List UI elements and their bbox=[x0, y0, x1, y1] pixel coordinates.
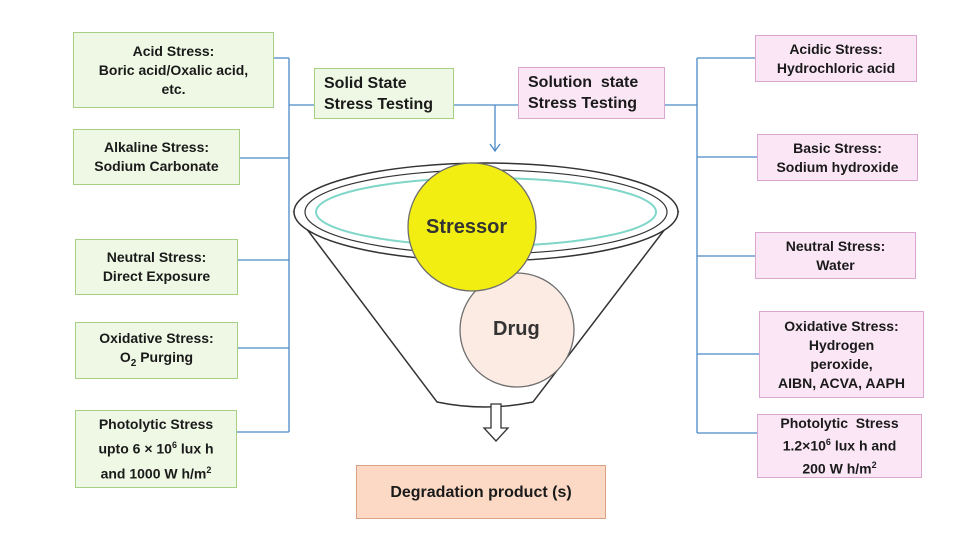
neutral-stress-right-line-2: Water bbox=[816, 256, 855, 273]
photolytic-stress-line-2: upto 6 × 106 lux h bbox=[98, 439, 214, 457]
basic-stress-line-2: Sodium hydroxide bbox=[776, 158, 899, 175]
stressor-label: Stressor bbox=[426, 216, 508, 238]
acidic-stress-box: Acidic Stress: Hydrochloric acid bbox=[755, 35, 917, 82]
header-connector bbox=[454, 104, 518, 153]
solid-state-line-2: Stress Testing bbox=[324, 95, 434, 113]
photolytic-stress-right-line-3: 200 W h/m2 bbox=[802, 459, 877, 477]
oxidative-stress-right-line-2: Hydrogen bbox=[808, 336, 875, 353]
photolytic-stress-right-box: Photolytic Stress 1.2×106 lux h and 200 … bbox=[757, 414, 922, 478]
basic-stress-line-1: Basic Stress: bbox=[793, 139, 882, 156]
solution-state-line-2: Stress Testing bbox=[528, 95, 638, 112]
acid-stress-line-2: Boric acid/Oxalic acid, bbox=[98, 61, 249, 78]
degradation-product-label: Degradation product (s) bbox=[390, 483, 572, 501]
oxidative-stress-box: Oxidative Stress: O2 Purging bbox=[75, 322, 238, 379]
neutral-stress-right-box: Neutral Stress: Water bbox=[755, 232, 916, 279]
photolytic-stress-line-1: Photolytic Stress bbox=[98, 415, 214, 432]
solid-state-line-1: Solid State bbox=[324, 74, 407, 92]
oxidative-stress-line-1: Oxidative Stress: bbox=[99, 329, 214, 346]
oxidative-stress-right-box: Oxidative Stress: Hydrogen peroxide, AIB… bbox=[759, 311, 924, 398]
alkaline-stress-line-1: Alkaline Stress: bbox=[103, 139, 210, 155]
left-connector bbox=[237, 57, 314, 433]
neutral-stress-line-1: Neutral Stress: bbox=[106, 249, 207, 265]
neutral-stress-line-2: Direct Exposure bbox=[102, 268, 211, 284]
oxidative-stress-right-line-3: peroxide, bbox=[810, 355, 873, 372]
basic-stress-box: Basic Stress: Sodium hydroxide bbox=[757, 134, 918, 181]
acid-stress-box: Acid Stress: Boric acid/Oxalic acid, etc… bbox=[73, 32, 274, 108]
alkaline-stress-box: Alkaline Stress: Sodium Carbonate bbox=[73, 129, 240, 185]
photolytic-stress-right-line-2: 1.2×106 lux h and bbox=[782, 436, 897, 454]
acid-stress-line-1: Acid Stress: bbox=[132, 42, 215, 59]
acidic-stress-line-2: Hydrochloric acid bbox=[776, 59, 896, 76]
right-connector bbox=[665, 57, 759, 434]
degradation-product-box: Degradation product (s) bbox=[356, 465, 606, 519]
neutral-stress-right-line-1: Neutral Stress: bbox=[785, 237, 886, 254]
alkaline-stress-line-2: Sodium Carbonate bbox=[94, 158, 219, 174]
photolytic-stress-line-3: and 1000 W h/m2 bbox=[100, 464, 212, 482]
solution-state-line-1: Solution state bbox=[528, 74, 639, 91]
acid-stress-line-3: etc. bbox=[161, 80, 186, 97]
down-arrow-icon bbox=[482, 403, 510, 442]
neutral-stress-box: Neutral Stress: Direct Exposure bbox=[75, 239, 238, 295]
photolytic-stress-right-line-1: Photolytic Stress bbox=[780, 414, 899, 431]
acidic-stress-line-1: Acidic Stress: bbox=[789, 40, 883, 57]
oxidative-stress-right-line-4: AIBN, ACVA, AAPH bbox=[777, 374, 906, 391]
drug-label: Drug bbox=[493, 318, 540, 340]
solid-state-header: Solid State Stress Testing bbox=[314, 68, 454, 119]
photolytic-stress-box: Photolytic Stress upto 6 × 106 lux h and… bbox=[75, 410, 237, 488]
oxidative-stress-right-line-1: Oxidative Stress: bbox=[784, 317, 899, 334]
solution-state-header: Solution state Stress Testing bbox=[518, 67, 665, 119]
oxidative-stress-line-2: O2 Purging bbox=[119, 348, 194, 369]
stressor-circle bbox=[407, 162, 537, 292]
